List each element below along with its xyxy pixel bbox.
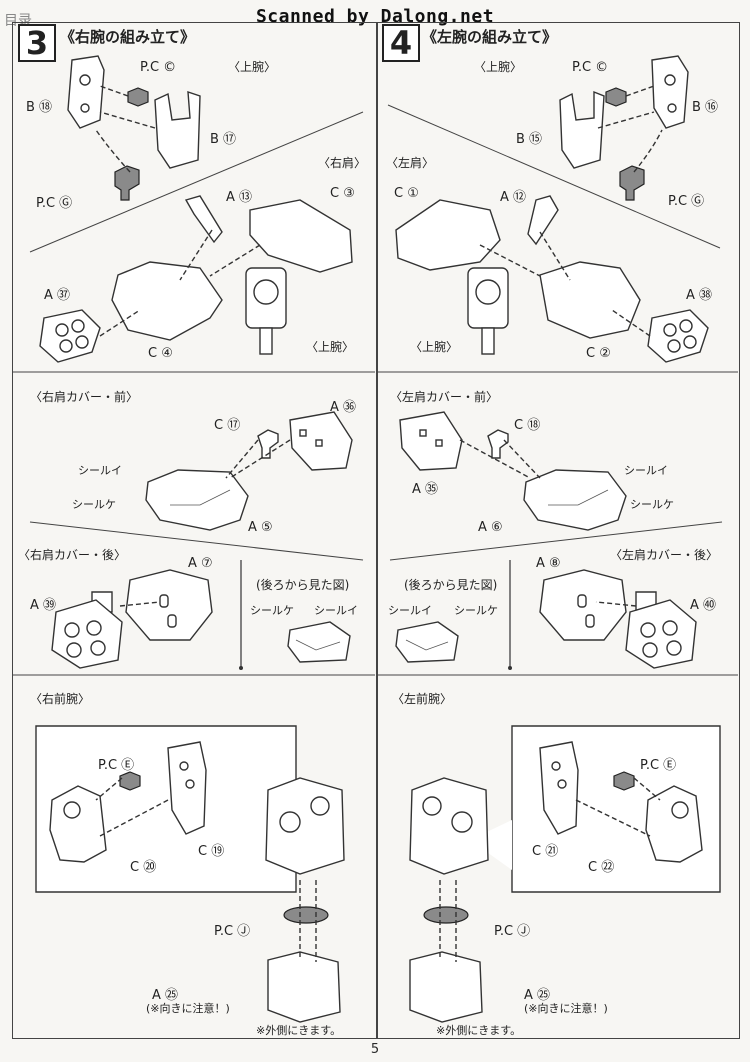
right-label-c21: C ㉑ [532, 844, 559, 859]
left-label-a37: A ㊲ [44, 288, 71, 303]
right-sub-rear-cover: 〈左肩カバー・後〉 [610, 548, 719, 562]
left-upper-arm-parts [67, 55, 201, 201]
scan-credit: Scanned by Dalong.net [255, 6, 495, 27]
right-label-pc-g: P.C Ⓖ [668, 194, 705, 209]
right-upper-arm-tag: 〈上腕〉 [410, 340, 459, 354]
left-sub-shoulder: 〈右肩〉 [318, 156, 367, 170]
page-number: 5 [370, 1042, 380, 1057]
left-label-c3: C ③ [330, 186, 355, 201]
step-3-number: 3 [18, 24, 56, 62]
right-sub-front-cover: 〈左肩カバー・前〉 [390, 390, 499, 404]
left-label-c17: C ⑰ [214, 418, 241, 433]
left-label-seal-i: シールイ [78, 464, 122, 477]
right-label-a38: A ㊳ [686, 288, 713, 303]
left-label-a39: A ㊴ [30, 598, 57, 613]
left-label-pc-j: P.C Ⓙ [214, 924, 251, 939]
right-orientation-note: (※向きに注意！) [524, 1002, 608, 1015]
right-label-c2: C ② [586, 346, 611, 361]
step-3-panel [12, 22, 377, 1039]
section-dividers [13, 104, 738, 676]
left-label-a13: A ⑬ [226, 190, 253, 205]
right-forearm-parts [409, 725, 721, 1023]
left-label-pc-e: P.C Ⓔ [98, 758, 135, 773]
right-back-view-caption: (後ろから見た図) [404, 578, 498, 592]
left-forearm-parts [35, 725, 345, 1023]
right-outside-note: ※外側にきます。 [436, 1024, 522, 1037]
left-rear-cover-parts [51, 560, 351, 670]
right-upper-arm-parts [559, 55, 689, 201]
left-label-a36: A ㊱ [330, 400, 357, 415]
left-label-seal-ke: シールケ [72, 498, 116, 511]
right-label-seal-ke: シールケ [630, 498, 674, 511]
left-label-b17: B ⑰ [210, 132, 237, 147]
right-label-pc-e: P.C Ⓔ [640, 758, 677, 773]
right-sub-upper-arm: 〈上腕〉 [474, 60, 523, 74]
left-label-b18: B ⑱ [26, 100, 53, 115]
right-label-pc-j: P.C Ⓙ [494, 924, 531, 939]
step-4-number: 4 [382, 24, 420, 62]
left-orientation-note: (※向きに注意！) [146, 1002, 230, 1015]
left-back-view-caption: (後ろから見た図) [256, 578, 350, 592]
right-label-a12: A ⑫ [500, 190, 527, 205]
step-4-panel [377, 22, 740, 1039]
right-label-a6: A ⑥ [478, 520, 503, 535]
left-sub-front-cover: 〈右肩カバー・前〉 [30, 390, 139, 404]
right-label-a40: A ㊵ [690, 598, 717, 613]
left-shoulder-parts [39, 195, 353, 363]
left-back-label-seal-ke: シールケ [250, 604, 294, 617]
right-label-pc-c: P.C © [572, 60, 609, 75]
right-label-c1: C ① [394, 186, 419, 201]
right-front-cover-parts [399, 411, 627, 531]
right-sub-shoulder: 〈左肩〉 [386, 156, 435, 170]
right-back-label-seal-ke: シールケ [454, 604, 498, 617]
left-front-cover-parts [145, 411, 353, 531]
left-sub-forearm: 〈右前腕〉 [30, 692, 91, 706]
right-label-a25: A ㉕ [524, 988, 551, 1003]
right-rear-cover-parts [395, 560, 697, 670]
left-label-a5: A ⑤ [248, 520, 273, 535]
right-sub-forearm: 〈左前腕〉 [392, 692, 453, 706]
left-upper-arm-tag: 〈上腕〉 [306, 340, 355, 354]
right-shoulder-parts [395, 195, 709, 363]
left-label-c4: C ④ [148, 346, 173, 361]
step-4-title: 《左腕の組み立て》 [422, 28, 558, 46]
left-label-pc-g: P.C Ⓖ [36, 196, 73, 211]
right-label-c22: C ㉒ [588, 860, 615, 875]
left-outside-note: ※外側にきます。 [256, 1024, 342, 1037]
right-label-b15: B ⑮ [516, 132, 543, 147]
right-label-seal-i: シールイ [624, 464, 668, 477]
left-back-label-seal-i: シールイ [314, 604, 358, 617]
left-label-a25: A ㉕ [152, 988, 179, 1003]
left-label-a7: A ⑦ [188, 556, 213, 571]
left-sub-rear-cover: 〈右肩カバー・後〉 [18, 548, 127, 562]
right-label-a8: A ⑧ [536, 556, 561, 571]
right-label-c18: C ⑱ [514, 418, 541, 433]
right-label-a35: A ㉟ [412, 482, 439, 497]
left-sub-upper-arm: 〈上腕〉 [228, 60, 277, 74]
left-label-c19: C ⑲ [198, 844, 225, 859]
step-3-title: 《右腕の組み立て》 [60, 28, 196, 46]
right-back-label-seal-i: シールイ [388, 604, 432, 617]
right-label-b16: B ⑯ [692, 100, 719, 115]
left-label-pc-c: P.C © [140, 60, 177, 75]
left-label-c20: C ⑳ [130, 860, 157, 875]
